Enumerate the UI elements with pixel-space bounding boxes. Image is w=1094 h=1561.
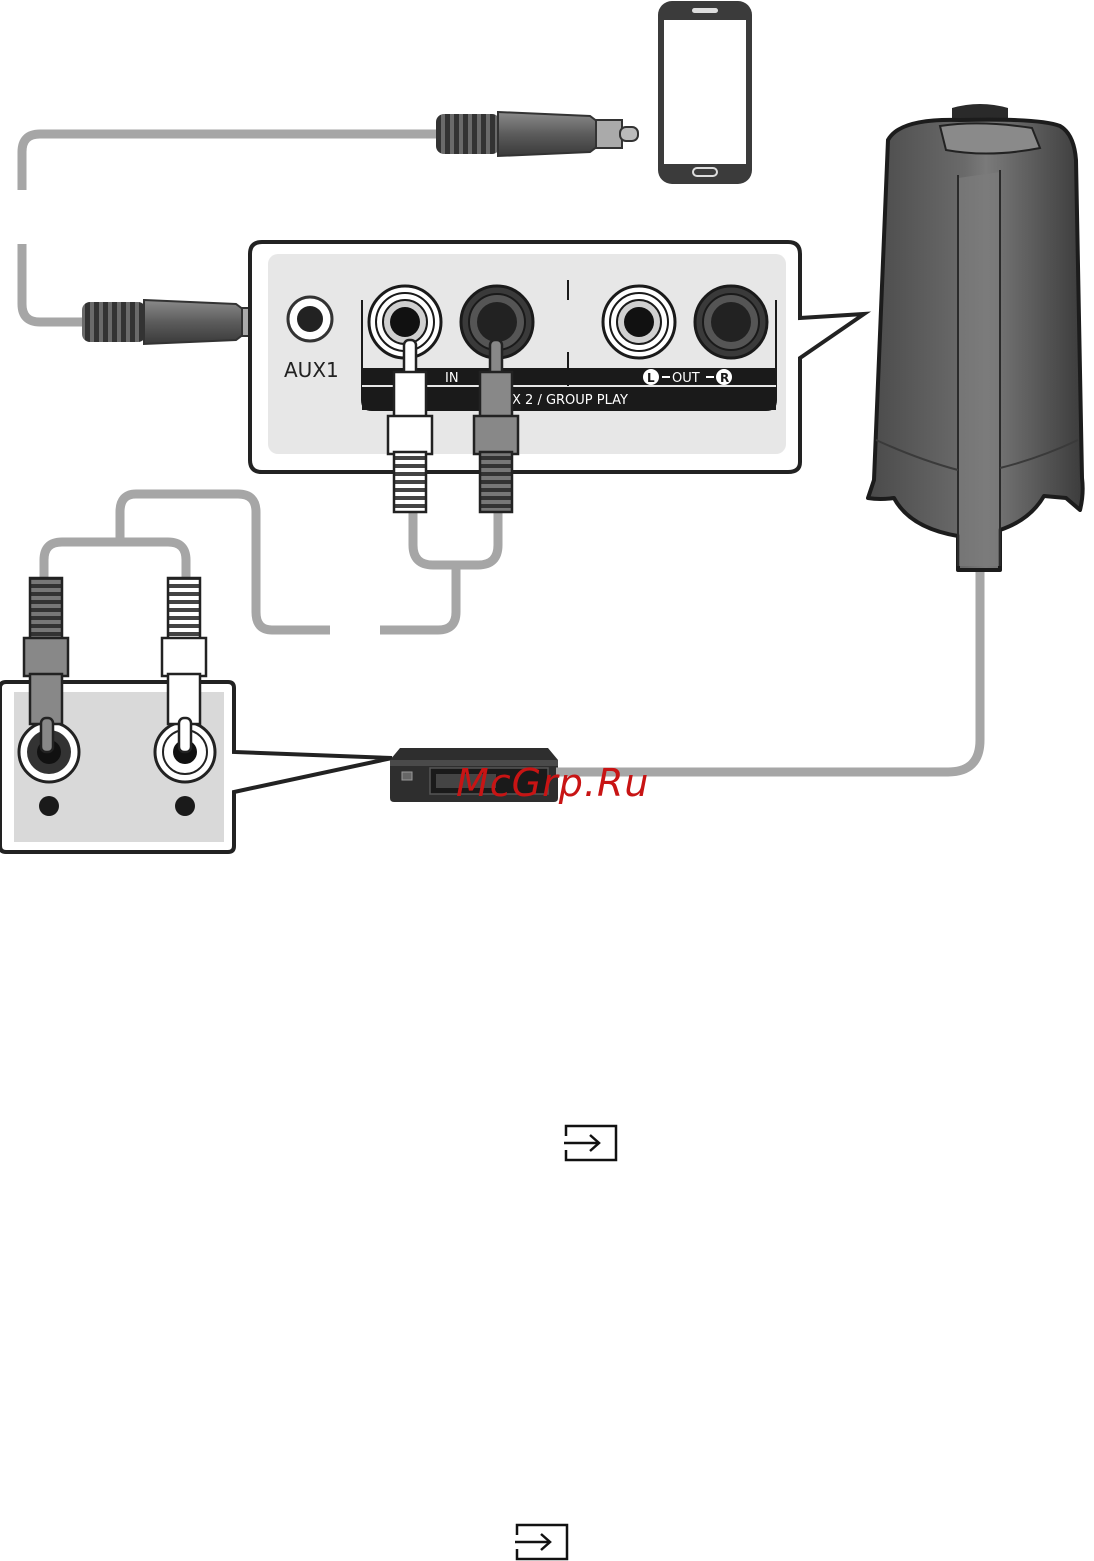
source-icon — [563, 1126, 616, 1160]
speaker — [868, 104, 1083, 570]
group-play-label: X 2 / GROUP PLAY — [512, 393, 628, 408]
watermark: McGrp.Ru — [456, 761, 649, 805]
jack-panel: AUX1 IN L OUT R X 2 / GROUP PLAY — [250, 242, 864, 472]
right-marker: R — [720, 371, 729, 385]
out-label: OUT — [672, 371, 700, 386]
aux1-label: AUX1 — [284, 358, 339, 382]
rca-out-right-jack — [695, 286, 767, 358]
in-label: IN — [445, 371, 459, 386]
left-marker: L — [647, 371, 655, 385]
device-jack-panel — [0, 578, 392, 852]
source-icon — [514, 1525, 567, 1559]
rca-out-left-jack — [603, 286, 675, 358]
smartphone — [658, 1, 752, 184]
power-cable — [556, 570, 980, 772]
